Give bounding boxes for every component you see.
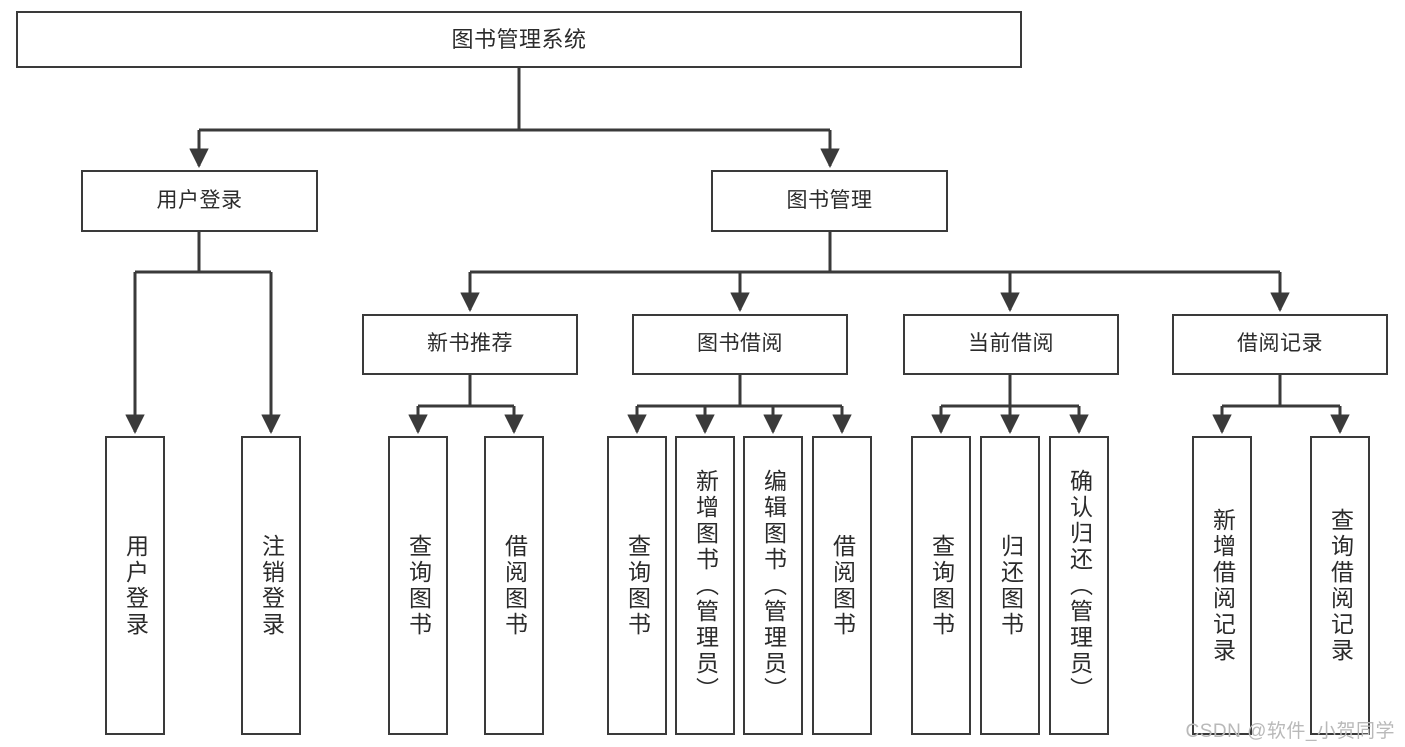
leaf-book-borrow-2-label: 新增图书（管理员） bbox=[692, 468, 719, 703]
node-book-borrow[interactable]: 图书借阅 bbox=[632, 314, 848, 375]
leaf-book-borrow-4-label: 借阅图书 bbox=[829, 533, 856, 638]
leaf-user-login-2[interactable]: 注销登录 bbox=[241, 436, 301, 735]
node-book-management[interactable]: 图书管理 bbox=[711, 170, 948, 232]
leaf-book-borrow-4[interactable]: 借阅图书 bbox=[812, 436, 872, 735]
leaf-current-borrow-2[interactable]: 归还图书 bbox=[980, 436, 1040, 735]
csdn-watermark: CSDN @软件_小贺同学 bbox=[1185, 721, 1395, 742]
leaf-new-book-2[interactable]: 借阅图书 bbox=[484, 436, 544, 735]
leaf-user-login-2-label: 注销登录 bbox=[258, 533, 285, 638]
node-user-login[interactable]: 用户登录 bbox=[81, 170, 318, 232]
node-new-book-recommend[interactable]: 新书推荐 bbox=[362, 314, 578, 375]
leaf-borrow-records-1-label: 新增借阅记录 bbox=[1209, 507, 1236, 664]
leaf-book-borrow-3[interactable]: 编辑图书（管理员） bbox=[743, 436, 803, 735]
leaf-book-borrow-2[interactable]: 新增图书（管理员） bbox=[675, 436, 735, 735]
leaf-new-book-1[interactable]: 查询图书 bbox=[388, 436, 448, 735]
node-book-borrow-label: 图书借阅 bbox=[697, 332, 783, 356]
node-borrow-records-label: 借阅记录 bbox=[1237, 332, 1323, 356]
leaf-book-borrow-1[interactable]: 查询图书 bbox=[607, 436, 667, 735]
node-new-book-recommend-label: 新书推荐 bbox=[427, 332, 513, 356]
node-current-borrow-label: 当前借阅 bbox=[968, 332, 1054, 356]
leaf-borrow-records-1[interactable]: 新增借阅记录 bbox=[1192, 436, 1252, 735]
leaf-current-borrow-2-label: 归还图书 bbox=[997, 533, 1024, 638]
leaf-current-borrow-3[interactable]: 确认归还（管理员） bbox=[1049, 436, 1109, 735]
leaf-current-borrow-1-label: 查询图书 bbox=[928, 533, 955, 638]
leaf-user-login-1-label: 用户登录 bbox=[122, 533, 149, 638]
node-book-management-label: 图书管理 bbox=[786, 188, 873, 212]
node-borrow-records[interactable]: 借阅记录 bbox=[1172, 314, 1388, 375]
leaf-current-borrow-1[interactable]: 查询图书 bbox=[911, 436, 971, 735]
leaf-borrow-records-2[interactable]: 查询借阅记录 bbox=[1310, 436, 1370, 735]
leaf-user-login-1[interactable]: 用户登录 bbox=[105, 436, 165, 735]
node-user-login-label: 用户登录 bbox=[156, 188, 243, 212]
leaf-new-book-1-label: 查询图书 bbox=[405, 533, 432, 638]
leaf-current-borrow-3-label: 确认归还（管理员） bbox=[1066, 468, 1093, 703]
leaf-book-borrow-1-label: 查询图书 bbox=[624, 533, 651, 638]
leaf-book-borrow-3-label: 编辑图书（管理员） bbox=[760, 468, 787, 703]
leaf-borrow-records-2-label: 查询借阅记录 bbox=[1327, 507, 1354, 664]
leaf-new-book-2-label: 借阅图书 bbox=[501, 533, 528, 638]
node-root-label: 图书管理系统 bbox=[451, 26, 587, 52]
node-root[interactable]: 图书管理系统 bbox=[16, 11, 1022, 68]
node-current-borrow[interactable]: 当前借阅 bbox=[903, 314, 1119, 375]
